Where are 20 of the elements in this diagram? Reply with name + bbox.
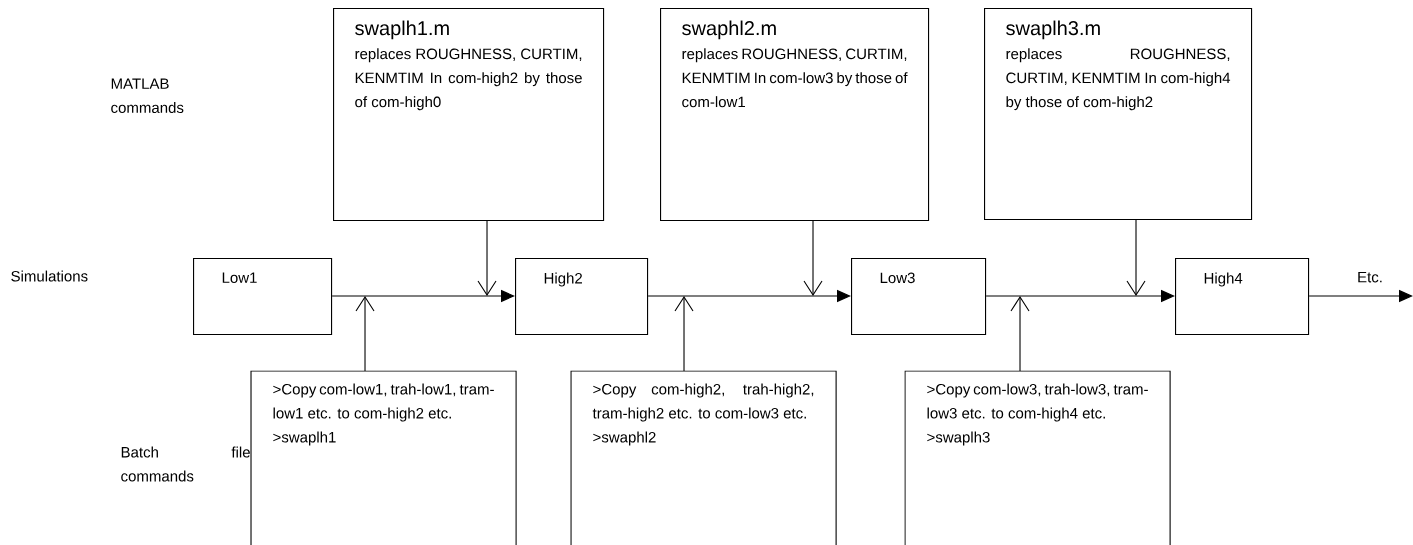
side-label: MATLAB commands: [111, 78, 184, 113]
script-box: swaplh1.m replaces ROUGHNESS, CURTIM, KENMTIM In com-high2 by those of com-high0: [333, 8, 605, 222]
arrow: [355, 296, 375, 372]
simulation-box: Low1: [193, 258, 333, 336]
simulation-box: High2: [515, 258, 649, 336]
side-label: Simulations: [11, 270, 88, 282]
batch-command-box: >Copy com-high2, trah-high2, tram-high2 etc. to com-low3 etc. >swaphl2: [570, 370, 837, 545]
script-box: swaplh3.m replaces ROUGHNESS, CURTIM, KENMTIM In com-high4 by those of com-high2: [984, 8, 1253, 221]
arrow: [477, 220, 497, 296]
edge-label: Etc.: [1356, 271, 1384, 284]
arrow: [1126, 219, 1146, 296]
arrow: [1010, 296, 1030, 372]
arrow: [803, 220, 823, 296]
arrow: [674, 296, 694, 372]
script-box: swaphl2.m replaces ROUGHNESS, CURTIM, KENMTIM In com-low3 by those of com-low1: [660, 8, 930, 222]
batch-command-box: >Copy com-low1, trah-low1, tram-low1 etc. to com-high2 etc. >swaplh1: [250, 370, 517, 545]
side-label: Batch file commands: [121, 446, 250, 482]
simulation-box: Low3: [851, 258, 987, 336]
batch-command-box: >Copy com-low3, trah-low3, tram-low3 etc. to com-high4 etc. >swaplh3: [904, 370, 1171, 545]
simulation-box: High4: [1175, 258, 1310, 336]
